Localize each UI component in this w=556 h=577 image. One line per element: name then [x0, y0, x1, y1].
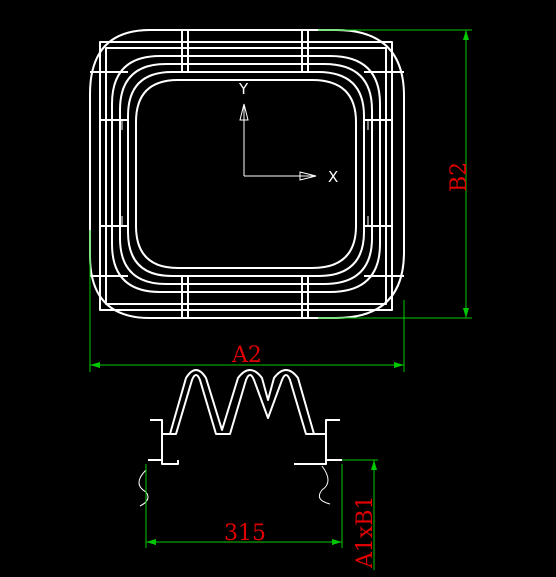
coordinate-axes: X Y — [238, 80, 338, 186]
left-base-flange — [148, 459, 179, 465]
outer-flange — [99, 41, 393, 311]
right-base-flange — [294, 459, 342, 465]
dimension-a1xb1-label: A1xB1 — [353, 496, 378, 569]
right-break-curve — [318, 465, 331, 505]
section-view: 315 A1xB1 — [138, 369, 378, 570]
y-axis-label: Y — [238, 80, 249, 98]
y-axis-arrow-icon — [239, 103, 249, 121]
middle-frame-2 — [119, 63, 373, 285]
dimension-b2: B2 — [318, 29, 472, 319]
corrugated-profile — [150, 374, 340, 464]
dimension-315-label: 315 — [224, 521, 266, 546]
corrugated-profile-inner — [169, 369, 315, 435]
dimension-a1xb1: A1xB1 — [342, 459, 378, 570]
dimension-b2-label: B2 — [447, 162, 472, 192]
x-axis-arrow-icon — [299, 171, 317, 181]
middle-frame — [111, 55, 381, 293]
outer-flange-2 — [105, 47, 387, 305]
left-break-curve — [138, 469, 149, 507]
dimension-a2-label: A2 — [231, 343, 262, 368]
x-axis-label: X — [328, 168, 338, 186]
plan-view: X Y A2 B2 — [89, 29, 472, 372]
corner-clips — [121, 64, 369, 284]
inner-opening — [127, 71, 365, 277]
dimension-a2: A2 — [89, 230, 405, 372]
dimension-315: 315 — [145, 464, 343, 548]
inner-opening-2 — [135, 79, 357, 269]
